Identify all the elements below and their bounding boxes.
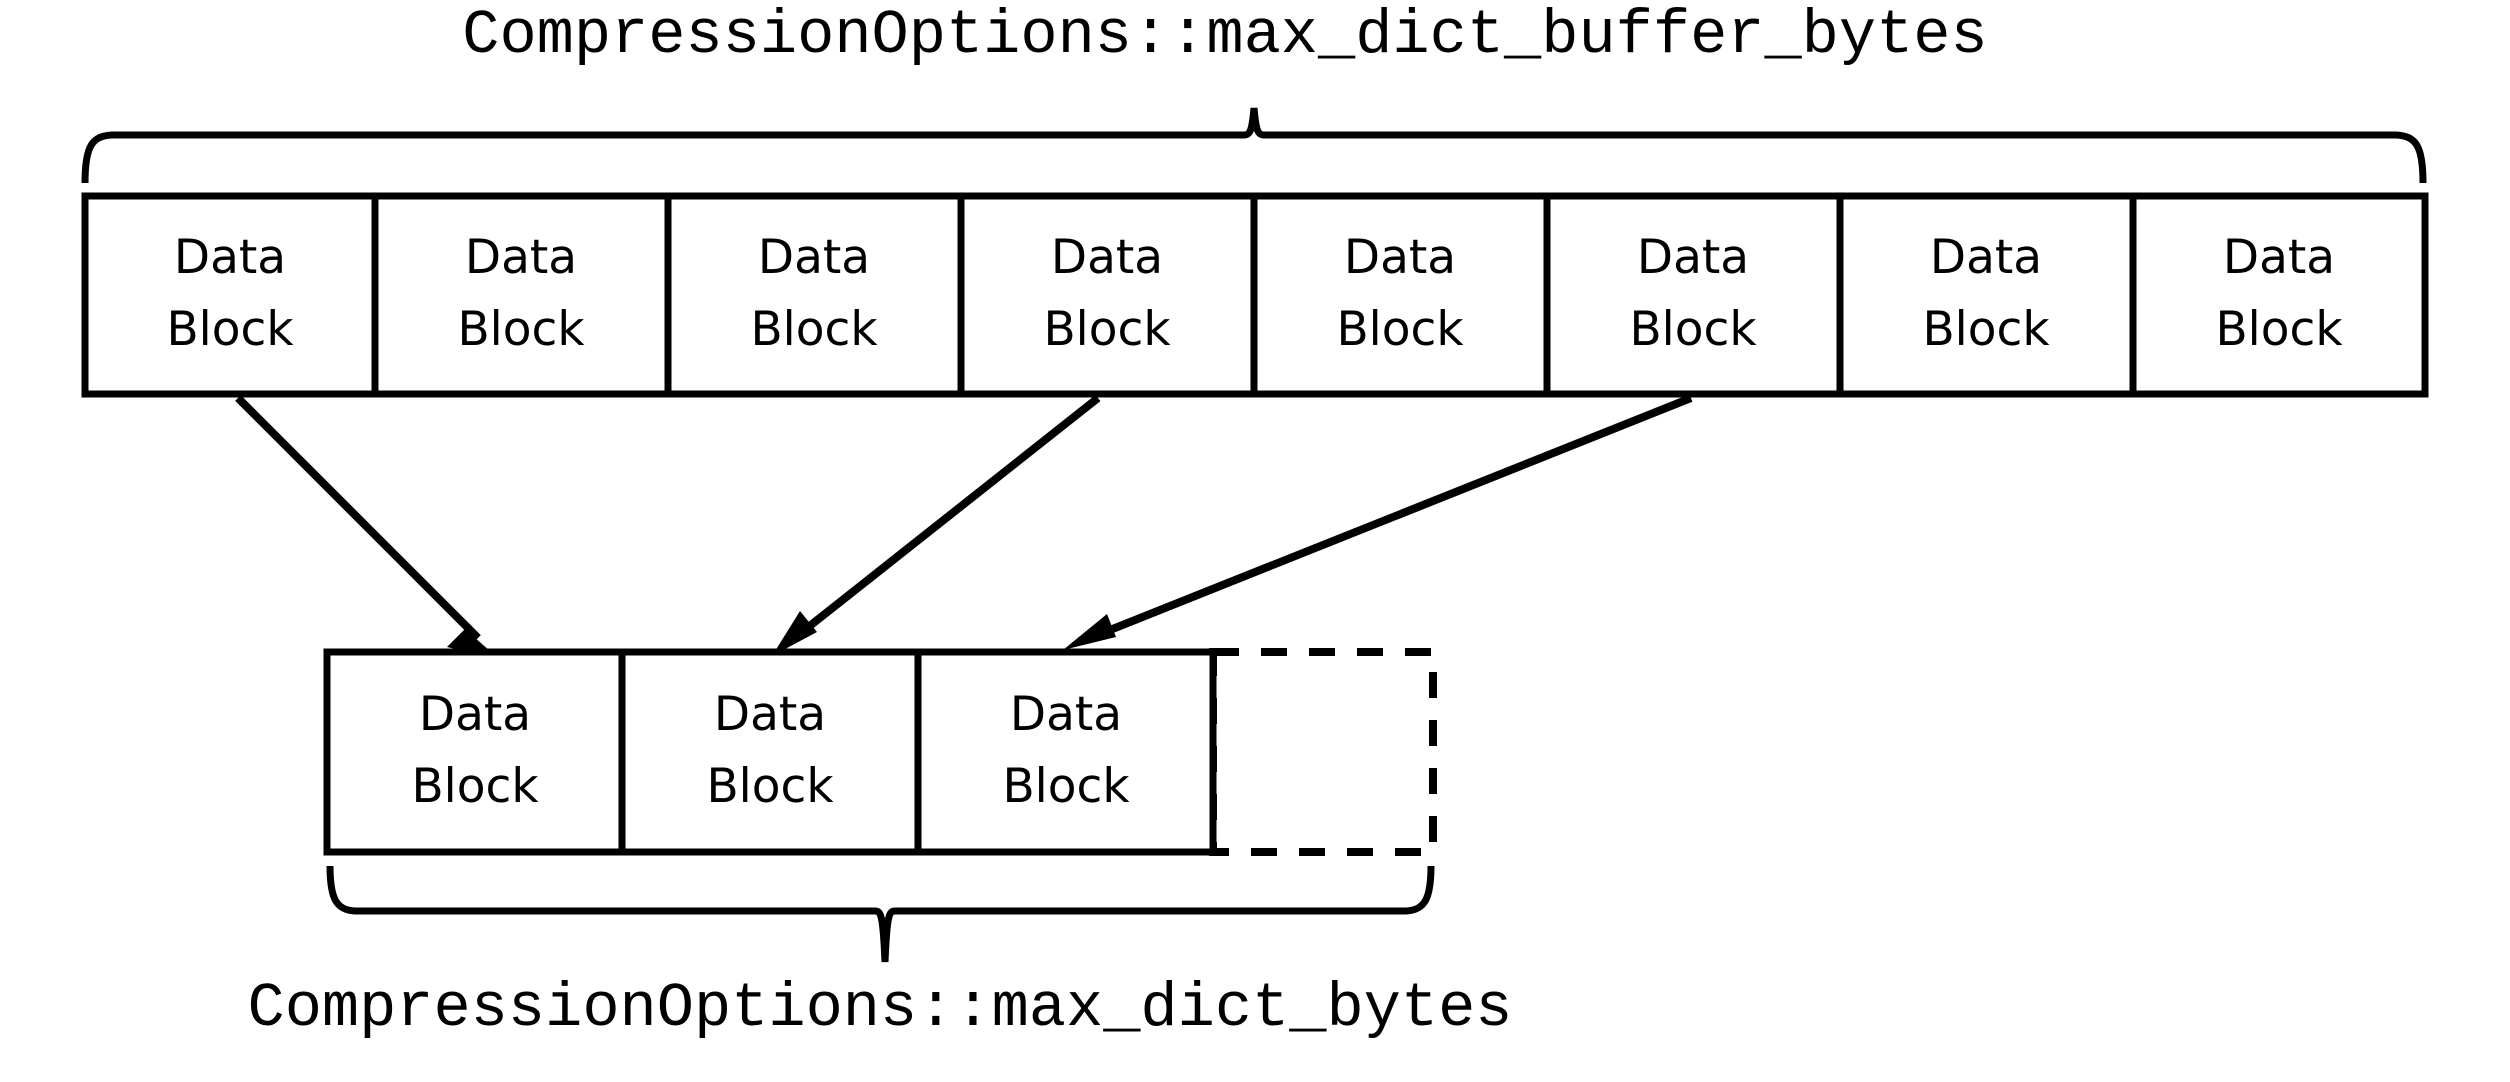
buffer-block-7-line2: Block xyxy=(1922,302,2050,357)
top-label-max-dict-buffer-bytes: CompressionOptions::max_dict_buffer_byte… xyxy=(462,0,1987,71)
dict-block-2-line2: Block xyxy=(706,759,834,814)
buffer-block-row: Data Block Data Block Data Block Data Bl… xyxy=(81,192,2429,398)
buffer-block-6-line1: Data xyxy=(1637,230,1749,285)
buffer-block-3-line2: Block xyxy=(750,302,878,357)
dict-block-1-line2: Block xyxy=(411,759,539,814)
buffer-block-5-line1: Data xyxy=(1344,230,1456,285)
buffer-block-7-line1: Data xyxy=(1930,230,2042,285)
buffer-block-8-line1: Data xyxy=(2223,230,2335,285)
buffer-block-3[interactable] xyxy=(664,192,965,398)
buffer-block-6[interactable] xyxy=(1543,192,1844,398)
arrow-block-4-to-dict-2 xyxy=(772,394,1101,656)
dict-block-2[interactable] xyxy=(618,648,922,856)
buffer-block-4[interactable] xyxy=(957,192,1258,398)
buffer-block-1-line1: Data xyxy=(174,230,286,285)
arrow-group xyxy=(235,394,1693,659)
buffer-block-2-line1: Data xyxy=(465,230,577,285)
buffer-block-8[interactable] xyxy=(2129,192,2429,398)
buffer-block-7[interactable] xyxy=(1836,192,2137,398)
buffer-block-2-line2: Block xyxy=(457,302,585,357)
buffer-block-8-line2: Block xyxy=(2215,302,2343,357)
arrow-head-2 xyxy=(772,611,817,656)
dict-block-3-line2: Block xyxy=(1002,759,1130,814)
top-brace xyxy=(81,107,2427,184)
dict-block-1-line1: Data xyxy=(419,687,531,742)
buffer-block-5-line2: Block xyxy=(1336,302,1464,357)
dict-block-3-line1: Data xyxy=(1010,687,1122,742)
buffer-block-5[interactable] xyxy=(1250,192,1551,398)
dict-empty-slot[interactable] xyxy=(1209,648,1437,856)
dict-block-row: Data Block Data Block Data Block xyxy=(323,648,1437,856)
bottom-label-max-dict-bytes: CompressionOptions::max_dict_bytes xyxy=(247,973,1512,1044)
dict-block-3[interactable] xyxy=(914,648,1217,856)
buffer-block-2[interactable] xyxy=(371,192,672,398)
buffer-block-3-line1: Data xyxy=(758,230,870,285)
dict-block-1[interactable] xyxy=(323,648,626,856)
buffer-block-4-line2: Block xyxy=(1043,302,1171,357)
arrow-head-3 xyxy=(1063,614,1116,650)
bottom-brace xyxy=(326,865,1435,963)
arrow-block-6-to-dict-3 xyxy=(1063,394,1693,650)
buffer-block-4-line1: Data xyxy=(1051,230,1163,285)
buffer-block-1-line2: Block xyxy=(166,302,294,357)
buffer-block-6-line2: Block xyxy=(1629,302,1757,357)
dict-block-2-line1: Data xyxy=(714,687,826,742)
arrow-block-1-to-dict-1 xyxy=(235,395,499,659)
buffer-block-1[interactable] xyxy=(81,192,379,398)
